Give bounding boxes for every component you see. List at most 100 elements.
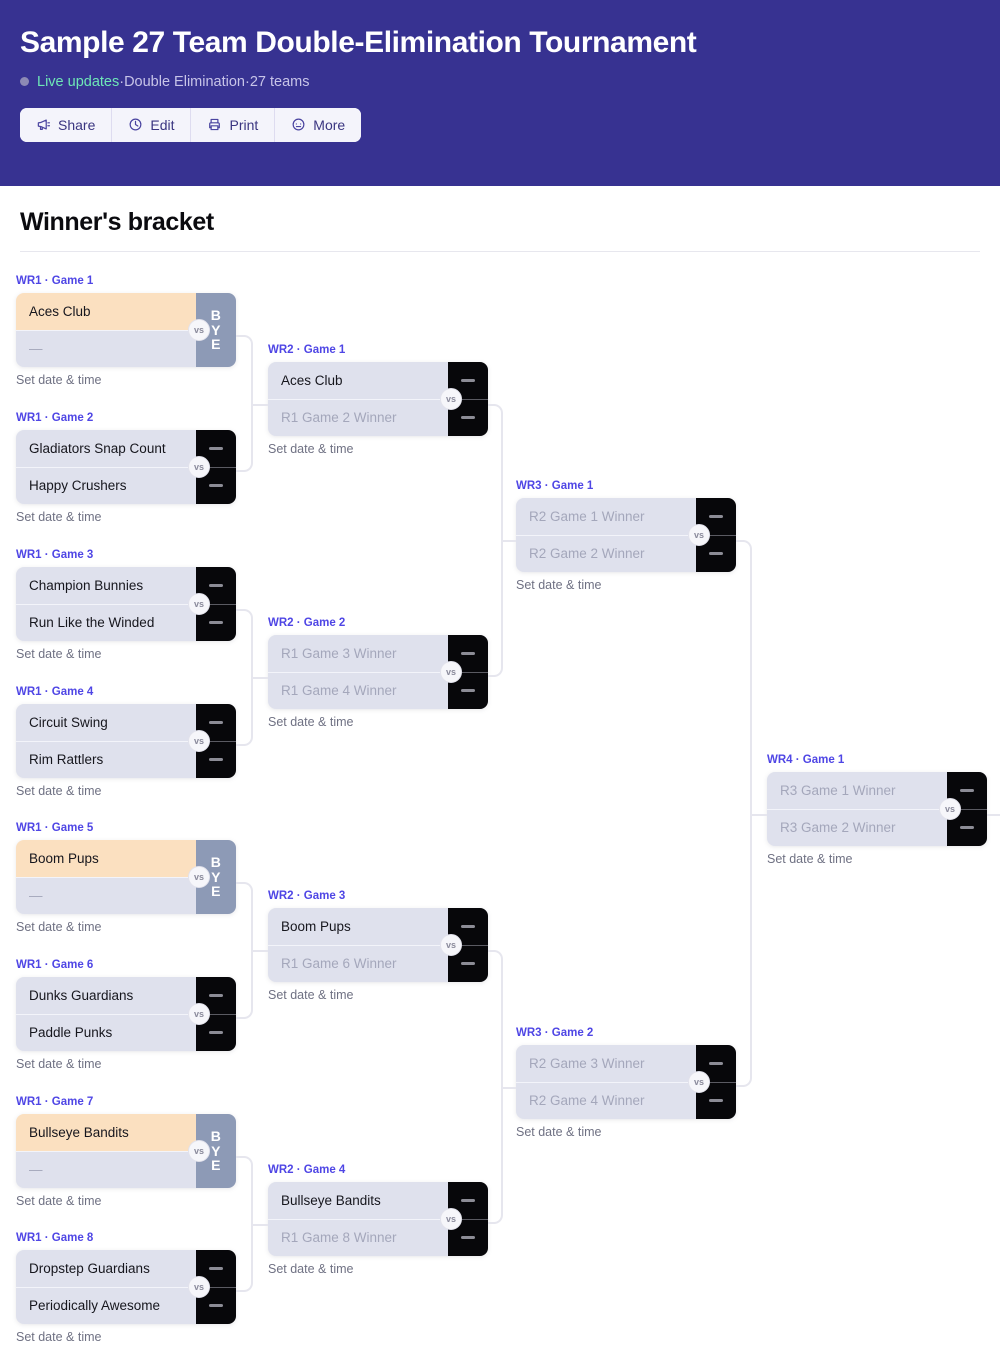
set-date-time-link[interactable]: Set date & time bbox=[516, 578, 602, 592]
team-slot-bottom[interactable]: — bbox=[16, 876, 196, 914]
score-bottom[interactable] bbox=[196, 466, 236, 505]
set-date-time-link[interactable]: Set date & time bbox=[16, 647, 102, 661]
team-slot-top[interactable]: Aces Club bbox=[268, 362, 448, 399]
team-slot-bottom[interactable]: R1 Game 4 Winner bbox=[268, 671, 448, 709]
team-slot-bottom[interactable]: R1 Game 8 Winner bbox=[268, 1218, 448, 1256]
team-slot-bottom[interactable]: — bbox=[16, 329, 196, 367]
set-date-time-link[interactable]: Set date & time bbox=[16, 510, 102, 524]
team-slot-top[interactable]: R3 Game 1 Winner bbox=[767, 772, 947, 809]
set-date-time-link[interactable]: Set date & time bbox=[516, 1125, 602, 1139]
score-bottom[interactable] bbox=[696, 534, 736, 573]
team-slot-top[interactable]: R1 Game 3 Winner bbox=[268, 635, 448, 672]
score-top[interactable] bbox=[947, 772, 987, 809]
set-date-time-link[interactable]: Set date & time bbox=[16, 920, 102, 934]
team-slot-bottom[interactable]: Run Like the Winded bbox=[16, 603, 196, 641]
team-slot-top[interactable]: Dunks Guardians bbox=[16, 977, 196, 1014]
team-slot-bottom[interactable]: Rim Rattlers bbox=[16, 740, 196, 778]
team-slot-top[interactable]: Boom Pups bbox=[16, 840, 196, 877]
team-slot-top[interactable]: Bullseye Bandits bbox=[16, 1114, 196, 1151]
team-slot-top[interactable]: Dropstep Guardians bbox=[16, 1250, 196, 1287]
score-bottom[interactable] bbox=[448, 944, 488, 983]
team-slot-bottom[interactable]: Paddle Punks bbox=[16, 1013, 196, 1051]
set-date-time-link[interactable]: Set date & time bbox=[268, 988, 354, 1002]
set-date-time-link[interactable]: Set date & time bbox=[16, 784, 102, 798]
print-button[interactable]: Print bbox=[191, 107, 276, 142]
team-slot-bottom[interactable]: R1 Game 2 Winner bbox=[268, 398, 448, 436]
share-button[interactable]: Share bbox=[20, 107, 113, 142]
team-slot-bottom[interactable]: — bbox=[16, 1150, 196, 1188]
score-top[interactable] bbox=[696, 498, 736, 535]
score-bottom[interactable] bbox=[196, 1013, 236, 1052]
score-top[interactable] bbox=[448, 1182, 488, 1219]
set-date-time-link[interactable]: Set date & time bbox=[16, 1330, 102, 1344]
set-date-time-link[interactable]: Set date & time bbox=[767, 852, 853, 866]
score-top[interactable] bbox=[696, 1045, 736, 1082]
score-bottom[interactable] bbox=[448, 671, 488, 710]
score-top[interactable] bbox=[196, 1250, 236, 1287]
set-date-time-link[interactable]: Set date & time bbox=[268, 442, 354, 456]
set-date-time-link[interactable]: Set date & time bbox=[16, 1057, 102, 1071]
set-date-time-link[interactable]: Set date & time bbox=[16, 373, 102, 387]
score-top[interactable] bbox=[448, 908, 488, 945]
team-slot-bottom[interactable]: Happy Crushers bbox=[16, 466, 196, 504]
score-panel[interactable] bbox=[196, 567, 236, 641]
edit-button[interactable]: Edit bbox=[112, 107, 192, 142]
team-slot-top[interactable]: Bullseye Bandits bbox=[268, 1182, 448, 1219]
team-slot-bottom[interactable]: R2 Game 2 Winner bbox=[516, 534, 696, 572]
team-slot-top[interactable]: Champion Bunnies bbox=[16, 567, 196, 604]
score-bottom[interactable] bbox=[448, 398, 488, 437]
team-slot-bottom[interactable]: R3 Game 2 Winner bbox=[767, 808, 947, 846]
score-top[interactable] bbox=[196, 430, 236, 467]
team-slot-top[interactable]: Gladiators Snap Count bbox=[16, 430, 196, 467]
score-top[interactable] bbox=[196, 567, 236, 604]
team-slot-top[interactable]: Circuit Swing bbox=[16, 704, 196, 741]
score-bottom[interactable] bbox=[448, 1218, 488, 1257]
team-slot-top[interactable]: Boom Pups bbox=[268, 908, 448, 945]
score-bottom[interactable] bbox=[196, 740, 236, 779]
score-bottom[interactable] bbox=[196, 603, 236, 642]
team-slot-bottom[interactable]: R2 Game 4 Winner bbox=[516, 1081, 696, 1119]
team-slot-bottom[interactable]: Periodically Awesome bbox=[16, 1286, 196, 1324]
score-top[interactable] bbox=[448, 635, 488, 672]
set-date-time-link[interactable]: Set date & time bbox=[16, 1194, 102, 1208]
set-date-time-link[interactable]: Set date & time bbox=[268, 1262, 354, 1276]
score-top[interactable] bbox=[196, 704, 236, 741]
team-slot-top[interactable]: R2 Game 1 Winner bbox=[516, 498, 696, 535]
more-button[interactable]: More bbox=[275, 107, 362, 142]
score-bottom[interactable] bbox=[196, 1286, 236, 1325]
score-bottom[interactable] bbox=[947, 808, 987, 847]
team-slot-top[interactable]: R2 Game 3 Winner bbox=[516, 1045, 696, 1082]
score-top[interactable] bbox=[448, 362, 488, 399]
score-bottom[interactable] bbox=[696, 1081, 736, 1120]
score-top[interactable] bbox=[196, 977, 236, 1014]
team-slot-top[interactable]: Aces Club bbox=[16, 293, 196, 330]
set-date-time-link[interactable]: Set date & time bbox=[268, 715, 354, 729]
